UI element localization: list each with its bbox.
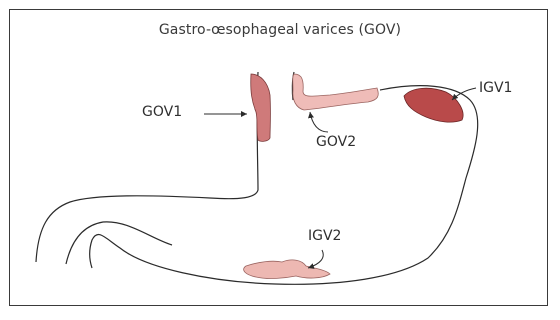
gov2-arrow — [310, 112, 328, 132]
gov2-label: GOV2 — [316, 134, 356, 150]
igv2-label: IGV2 — [308, 228, 341, 244]
gov1-label: GOV1 — [142, 104, 182, 120]
igv1-arrow — [452, 88, 476, 100]
stomach-lesser-curvature — [66, 222, 172, 264]
igv1-varix — [404, 88, 463, 122]
igv2-varix — [244, 260, 330, 279]
igv1-label: IGV1 — [479, 80, 512, 96]
gov1-varix — [251, 74, 271, 141]
igv2-arrow — [308, 250, 323, 268]
gov2-varix — [293, 74, 379, 110]
